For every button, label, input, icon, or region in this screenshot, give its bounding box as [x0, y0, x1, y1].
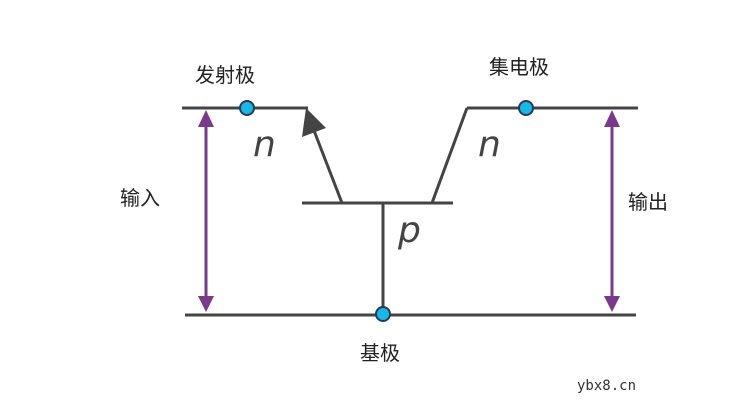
input-arrow-up-icon	[198, 110, 214, 127]
input-label: 输入	[120, 186, 160, 210]
base-label: 基极	[360, 341, 400, 365]
emitter-terminal-dot	[239, 100, 255, 116]
base-terminal-dot	[375, 306, 391, 322]
emitter-arrow-icon	[302, 108, 326, 137]
output-arrow-up-icon	[604, 110, 620, 127]
watermark-text: ybx8.cn	[577, 378, 636, 394]
n-region-right-label: n	[478, 124, 501, 165]
collector-diagonal	[430, 107, 469, 204]
emitter-diagonal	[311, 127, 344, 204]
collector-label: 集电极	[489, 55, 549, 79]
output-arrow-down-icon	[604, 296, 620, 312]
collector-terminal-dot	[518, 100, 534, 116]
emitter-label: 发射极	[195, 63, 255, 87]
input-arrow-down-icon	[198, 296, 214, 312]
n-region-left-label: n	[253, 124, 276, 165]
output-label: 输出	[628, 190, 668, 214]
p-region-label: p	[397, 210, 421, 251]
